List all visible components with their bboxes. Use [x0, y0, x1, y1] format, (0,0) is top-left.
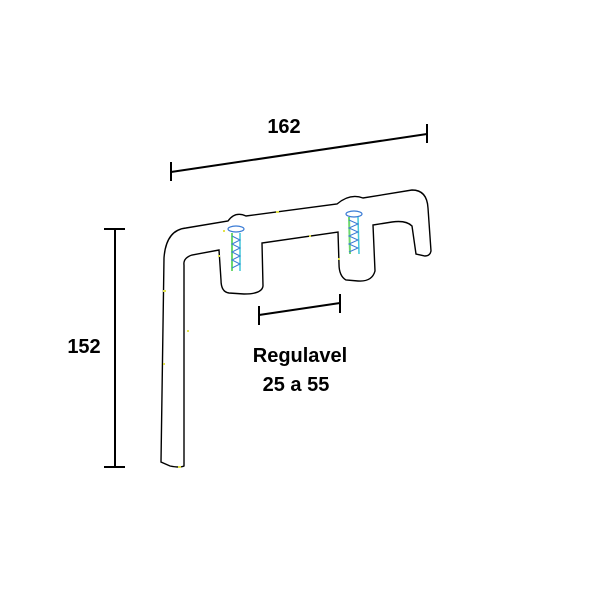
adjustable-range: 25 a 55	[263, 374, 330, 396]
scan-specks	[163, 211, 340, 468]
width-label: 162	[267, 116, 300, 138]
screw-icon	[345, 210, 363, 255]
screw-icon	[227, 225, 245, 271]
adjustable-label: Regulavel	[253, 345, 347, 367]
height-dimension: 152	[67, 228, 125, 468]
height-label: 152	[67, 336, 100, 358]
width-dimension: 162	[170, 116, 428, 181]
adjustable-dimension: Regulavel 25 a 55	[253, 294, 347, 396]
bracket-profile	[160, 189, 432, 468]
